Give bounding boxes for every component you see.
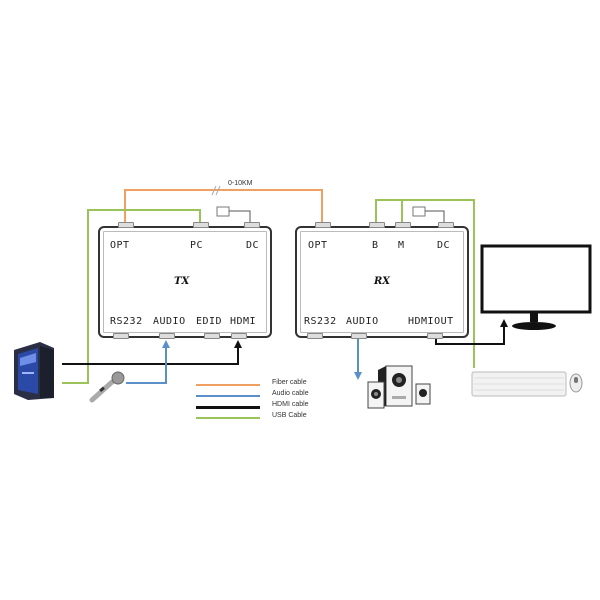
keyboard-icon	[471, 371, 567, 397]
tx-audio-port	[159, 333, 175, 339]
legend-usb-line	[196, 417, 260, 419]
microphone-icon	[89, 371, 125, 403]
usb-cable-rx	[375, 199, 475, 368]
legend-fiber-label: Fiber cable	[272, 379, 307, 386]
pc-tower-icon	[14, 342, 54, 400]
mouse-icon	[569, 373, 583, 393]
monitor-icon	[480, 244, 592, 330]
tx-hdmi-label: HDMI	[230, 316, 257, 327]
hdmi-cable-rx	[435, 324, 505, 345]
tx-opt-port	[118, 222, 134, 228]
tx-opt-label: OPT	[110, 240, 130, 251]
rx-m-label: M	[398, 240, 405, 251]
rx-title: RX	[374, 276, 391, 287]
rx-b-label: B	[372, 240, 379, 251]
tx-audio-label: AUDIO	[153, 316, 186, 327]
legend-usb-label: USB Cable	[272, 412, 307, 419]
legend-audio-line	[196, 395, 260, 397]
tx-title: TX	[174, 276, 190, 287]
tx-edid-port	[204, 333, 220, 339]
tx-rs232-port	[113, 333, 129, 339]
power-adapter-tx-icon	[216, 206, 251, 224]
rx-receiver	[295, 226, 469, 338]
rx-rs232-label: RS232	[304, 316, 337, 327]
rx-b-port	[369, 222, 385, 228]
tx-pc-port	[193, 222, 209, 228]
rx-rs232-port	[307, 333, 323, 339]
rx-dc-port	[438, 222, 454, 228]
tx-dc-port	[244, 222, 260, 228]
tx-hdmi-port	[231, 333, 247, 339]
tx-transmitter	[98, 226, 272, 338]
rx-audio-label: AUDIO	[346, 316, 379, 327]
rx-audio-port	[351, 333, 367, 339]
rx-m-port	[395, 222, 411, 228]
usb-cable-tx	[62, 209, 201, 384]
distance-label: 0-10KM	[228, 180, 253, 187]
power-adapter-rx-icon	[412, 206, 445, 224]
fiber-cable	[124, 189, 323, 224]
legend-hdmi-line	[196, 406, 260, 409]
legend-hdmi-label: HDMI cable	[272, 401, 309, 408]
rx-opt-port	[315, 222, 331, 228]
tx-rs232-label: RS232	[110, 316, 143, 327]
legend-fiber-line	[196, 384, 260, 386]
rx-opt-label: OPT	[308, 240, 328, 251]
tx-pc-label: PC	[190, 240, 204, 251]
legend-audio-label: Audio cable	[272, 390, 309, 397]
speakers-icon	[367, 365, 431, 409]
fiber-break-mark	[211, 185, 217, 196]
rx-hdmiout-label: HDMIOUT	[408, 316, 454, 327]
rx-dc-label: DC	[437, 240, 451, 251]
audio-cable-tx	[126, 345, 167, 384]
tx-edid-label: EDID	[196, 316, 223, 327]
hdmi-cable-tx	[62, 345, 239, 365]
tx-dc-label: DC	[246, 240, 260, 251]
rx-hdmiout-port	[427, 333, 443, 339]
